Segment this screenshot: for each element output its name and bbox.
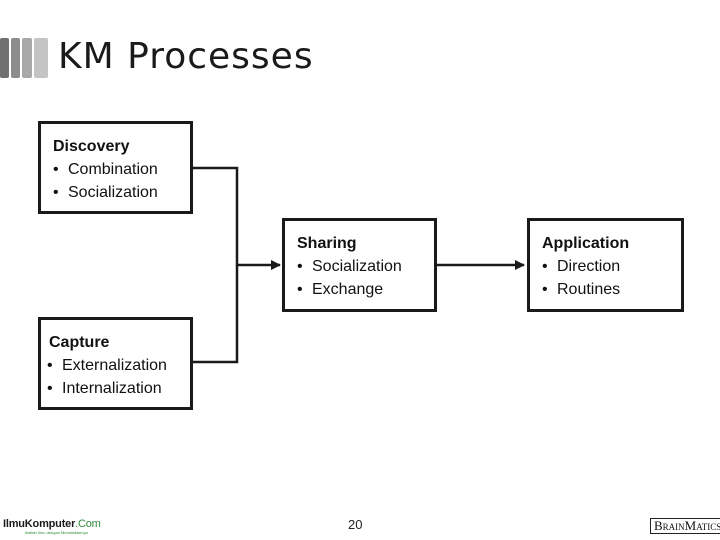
bullet-glyph: • <box>53 184 59 201</box>
node-application-items: • Direction • Routines <box>542 255 671 301</box>
node-capture-title: Capture <box>49 334 110 351</box>
item-text: Routines <box>557 281 621 298</box>
item-text: Socialization <box>312 258 402 275</box>
logo-atics: ATICS <box>696 522 720 532</box>
brainmatics-logo: BRAINMATICS <box>650 518 720 534</box>
item-text: Exchange <box>312 281 384 298</box>
logo-suffix: .Com <box>75 518 101 530</box>
item-text: Direction <box>557 258 621 275</box>
bullet-glyph: • <box>53 161 59 178</box>
item-text: Combination <box>68 161 158 178</box>
node-capture: Capture • Externalization • Internalizatio… <box>38 317 193 410</box>
bullet-glyph: • <box>47 380 53 397</box>
slide-title: KM Processes <box>58 36 314 77</box>
logo-rain: RAIN <box>662 522 685 532</box>
list-item: • Socialization <box>53 181 180 204</box>
logo-main-text: IlmuKomputer.Com <box>3 518 101 530</box>
node-discovery-items: • Combination • Socialization <box>53 158 180 204</box>
list-item: • Routines <box>542 278 671 301</box>
edge-discovery-to-sharing <box>192 166 281 270</box>
edge-capture-to-sharing <box>192 265 239 364</box>
node-application: Application • Direction • Routines <box>527 218 684 312</box>
bullet-glyph: • <box>47 357 53 374</box>
bullet-glyph: • <box>297 281 303 298</box>
node-capture-items: • Externalization • Internalization <box>47 354 180 400</box>
list-item: • Internalization <box>47 377 180 400</box>
accent-bar-1 <box>0 38 9 78</box>
list-item: • Socialization <box>297 255 424 278</box>
node-discovery: Discovery • Combination • Socialization <box>38 121 193 214</box>
item-text: Internalization <box>62 380 162 397</box>
accent-bar-2 <box>11 38 20 78</box>
logo-letter-m: M <box>684 518 697 533</box>
node-sharing-items: • Socialization • Exchange <box>297 255 424 301</box>
item-text: Externalization <box>62 357 167 374</box>
node-sharing-title: Sharing <box>297 235 357 252</box>
page-number: 20 <box>348 517 363 532</box>
ilmukomputer-logo: IlmuKomputer.Com Ikatlah Ilmu dengan Men… <box>3 518 101 535</box>
bullet-glyph: • <box>542 258 548 275</box>
item-text: Socialization <box>68 184 158 201</box>
node-application-title: Application <box>542 235 630 252</box>
node-discovery-title: Discovery <box>53 138 130 155</box>
logo-letter-b: B <box>654 518 663 533</box>
list-item: • Combination <box>53 158 180 181</box>
bullet-glyph: • <box>297 258 303 275</box>
accent-bar-3 <box>22 38 32 78</box>
list-item: • Direction <box>542 255 671 278</box>
logo-tagline: Ikatlah Ilmu dengan Menuliskannya <box>25 530 88 535</box>
accent-bar-4 <box>34 38 48 78</box>
list-item: • Exchange <box>297 278 424 301</box>
logo-main-name: IlmuKomputer <box>3 518 76 530</box>
list-item: • Externalization <box>47 354 180 377</box>
node-sharing: Sharing • Socialization • Exchange <box>282 218 437 312</box>
bullet-glyph: • <box>542 281 548 298</box>
